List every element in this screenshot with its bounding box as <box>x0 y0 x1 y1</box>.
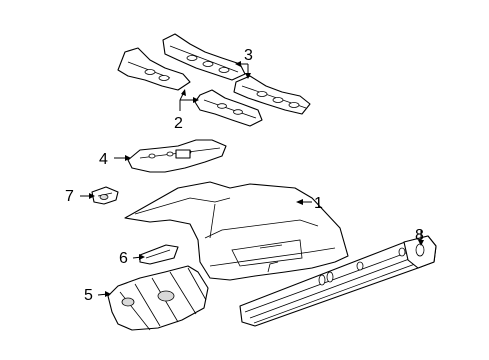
callout-7: 7 <box>65 188 95 205</box>
part-3-floor-support-front <box>233 75 311 115</box>
callout-2-label: 2 <box>174 115 183 132</box>
callout-2: 2 <box>174 89 199 132</box>
callout-3-label: 3 <box>244 47 253 64</box>
part-5-heat-shield <box>107 265 209 331</box>
part-7-bracket <box>91 186 119 205</box>
callout-5-label: 5 <box>84 287 93 304</box>
part-2-floor-support-left <box>117 47 191 91</box>
callout-1: 1 <box>296 195 323 212</box>
callout-6-label: 6 <box>119 250 128 267</box>
part-4-crossmember <box>127 139 227 173</box>
callout-4-label: 4 <box>99 151 108 168</box>
part-8-rocker-panel <box>239 235 437 327</box>
callout-4: 4 <box>99 151 131 168</box>
callout-5: 5 <box>84 287 111 304</box>
callout-3: 3 <box>235 47 253 79</box>
callout-8: 8 <box>415 227 424 246</box>
part-3-floor-support-rear <box>162 33 246 81</box>
part-2-floor-support-center <box>194 89 263 127</box>
callout-6: 6 <box>119 250 145 267</box>
callout-8-label: 8 <box>415 227 424 244</box>
callout-7-label: 7 <box>65 188 74 205</box>
callout-1-label: 1 <box>314 195 323 212</box>
part-1-floor-pan <box>124 181 349 281</box>
part-6-panel <box>139 244 179 265</box>
